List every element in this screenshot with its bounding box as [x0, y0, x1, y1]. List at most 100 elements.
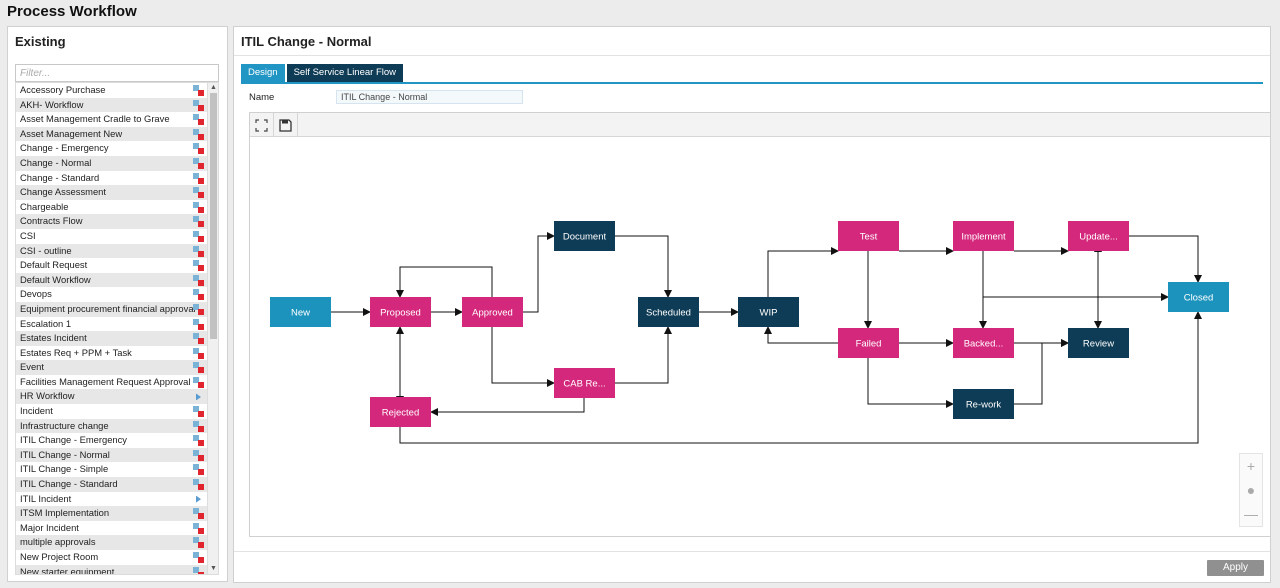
edge-document-to-scheduled[interactable]	[615, 235, 672, 298]
list-item[interactable]: HR Workflow	[16, 389, 208, 405]
list-item-label: Event	[20, 361, 44, 373]
list-item[interactable]: Event	[16, 360, 208, 375]
zoom-out-button[interactable]: —	[1244, 506, 1258, 522]
node-rework[interactable]: Re-work	[953, 389, 1014, 419]
scroll-down-icon[interactable]: ▼	[210, 565, 217, 572]
list-item-label: Contracts Flow	[20, 215, 83, 227]
edge-approved-to-cab[interactable]	[491, 327, 555, 387]
list-item-label: Incident	[20, 405, 53, 417]
tabs-underline	[241, 82, 1263, 84]
list-item[interactable]: ITIL Change - Normal	[16, 447, 208, 463]
node-failed[interactable]: Failed	[838, 328, 899, 358]
list-item[interactable]: Equipment procurement financial approval	[16, 301, 208, 317]
node-backed[interactable]: Backed...	[953, 328, 1014, 358]
tab-design[interactable]: Design	[241, 64, 285, 82]
list-item[interactable]: Change Assessment	[16, 185, 208, 200]
node-test[interactable]: Test	[838, 221, 899, 251]
name-field[interactable]	[336, 90, 523, 104]
list-item[interactable]: New starter equipment	[16, 564, 208, 574]
list-item[interactable]: Chargeable	[16, 200, 208, 215]
save-button[interactable]	[274, 113, 298, 137]
list-item[interactable]: Escalation 1	[16, 317, 208, 332]
list-item[interactable]: Asset Management Cradle to Grave	[16, 112, 208, 127]
list-item-label: ITIL Change - Simple	[20, 463, 109, 475]
list-item[interactable]: Default Request	[16, 258, 208, 273]
expand-button[interactable]	[250, 113, 274, 137]
list-item-label: Estates Req + PPM + Task	[20, 346, 132, 358]
node-proposed[interactable]: Proposed	[370, 297, 431, 327]
list-item[interactable]: Estates Incident	[16, 331, 208, 346]
list-item-label: CSI - outline	[20, 244, 72, 256]
workflow-icon	[193, 114, 204, 126]
list-item[interactable]: ITIL Change - Simple	[16, 462, 208, 477]
scroll-up-icon[interactable]: ▲	[210, 84, 217, 91]
node-closed[interactable]: Closed	[1168, 282, 1229, 312]
node-update[interactable]: Update...	[1068, 221, 1129, 251]
node-cab[interactable]: CAB Re...	[554, 368, 615, 398]
node-label: Test	[860, 232, 878, 243]
list-scrollbar[interactable]: ▲ ▼	[207, 83, 218, 574]
list-item[interactable]: Contracts Flow	[16, 214, 208, 229]
list-item[interactable]: Devops	[16, 287, 208, 302]
list-item[interactable]: ITIL Change - Standard	[16, 477, 208, 492]
list-item[interactable]: Default Workflow	[16, 272, 208, 288]
zoom-in-button[interactable]: +	[1246, 458, 1256, 474]
filter-input[interactable]	[15, 64, 219, 82]
list-item[interactable]: multiple approvals	[16, 535, 208, 550]
list-item[interactable]: Accessory Purchase	[16, 83, 208, 98]
edge-cab-to-rejected[interactable]	[430, 398, 585, 416]
node-label: Re-work	[966, 400, 1002, 411]
edge-rejected-to-closed[interactable]	[399, 311, 1202, 444]
list-item[interactable]: ITIL Change - Emergency	[16, 433, 208, 448]
node-implement[interactable]: Implement	[953, 221, 1014, 251]
list-item[interactable]: Estates Req + PPM + Task	[16, 346, 208, 361]
edge-approved-to-document[interactable]	[523, 232, 555, 313]
node-approved[interactable]: Approved	[462, 297, 523, 327]
list-item[interactable]: CSI	[16, 229, 208, 244]
list-item[interactable]: Major Incident	[16, 521, 208, 536]
node-scheduled[interactable]: Scheduled	[638, 297, 699, 327]
node-new[interactable]: New	[270, 297, 331, 327]
node-document[interactable]: Document	[554, 221, 615, 251]
edge-cab-to-scheduled[interactable]	[615, 326, 672, 384]
edge-failed-to-rework[interactable]	[867, 358, 954, 408]
edge-rework-to-review[interactable]	[1014, 339, 1069, 405]
list-item[interactable]: Asset Management New	[16, 126, 208, 142]
list-item-label: Change - Standard	[20, 171, 100, 183]
list-item-label: ITIL Change - Normal	[20, 448, 110, 460]
list-item[interactable]: AKH- Workflow	[16, 97, 208, 113]
zoom-reset-button[interactable]: ●	[1246, 482, 1256, 498]
tab-self-service-linear-flow[interactable]: Self Service Linear Flow	[286, 64, 404, 82]
edge-wip-to-test[interactable]	[767, 247, 839, 297]
list-item[interactable]: Facilities Management Request Approval	[16, 375, 208, 390]
list-item[interactable]: Change - Emergency	[16, 141, 208, 156]
list-item-label: ITSM Implementation	[20, 507, 110, 519]
node-label: Rejected	[382, 408, 420, 419]
list-item[interactable]: ITIL Incident	[16, 492, 208, 507]
list-item[interactable]: New Project Room	[16, 550, 208, 565]
list-item[interactable]: CSI - outline	[16, 243, 208, 259]
list-item[interactable]: Change - Normal	[16, 155, 208, 171]
node-label: Closed	[1184, 293, 1214, 304]
workflow-icon	[193, 157, 204, 169]
list-item-label: Asset Management Cradle to Grave	[20, 113, 170, 125]
edge-failed-to-wip[interactable]	[764, 326, 838, 344]
node-review[interactable]: Review	[1068, 328, 1129, 358]
node-label: CAB Re...	[563, 379, 605, 390]
list-item-label: Default Workflow	[20, 273, 91, 285]
node-rejected[interactable]: Rejected	[370, 397, 431, 427]
node-wip[interactable]: WIP	[738, 297, 799, 327]
list-item[interactable]: ITSM Implementation	[16, 506, 208, 521]
scroll-thumb[interactable]	[210, 93, 217, 339]
list-item[interactable]: Change - Standard	[16, 171, 208, 186]
expand-icon	[255, 118, 268, 132]
simple-workflow-icon	[193, 391, 204, 402]
edge-update-to-closed[interactable]	[1129, 235, 1202, 283]
edge-approved-to-proposed[interactable]	[396, 266, 493, 298]
list-item-label: ITIL Change - Standard	[20, 478, 118, 490]
list-item[interactable]: Infrastructure change	[16, 418, 208, 434]
apply-button[interactable]: Apply	[1207, 560, 1264, 576]
list-item[interactable]: Incident	[16, 404, 208, 419]
zoom-controls: + ● —	[1239, 453, 1263, 527]
